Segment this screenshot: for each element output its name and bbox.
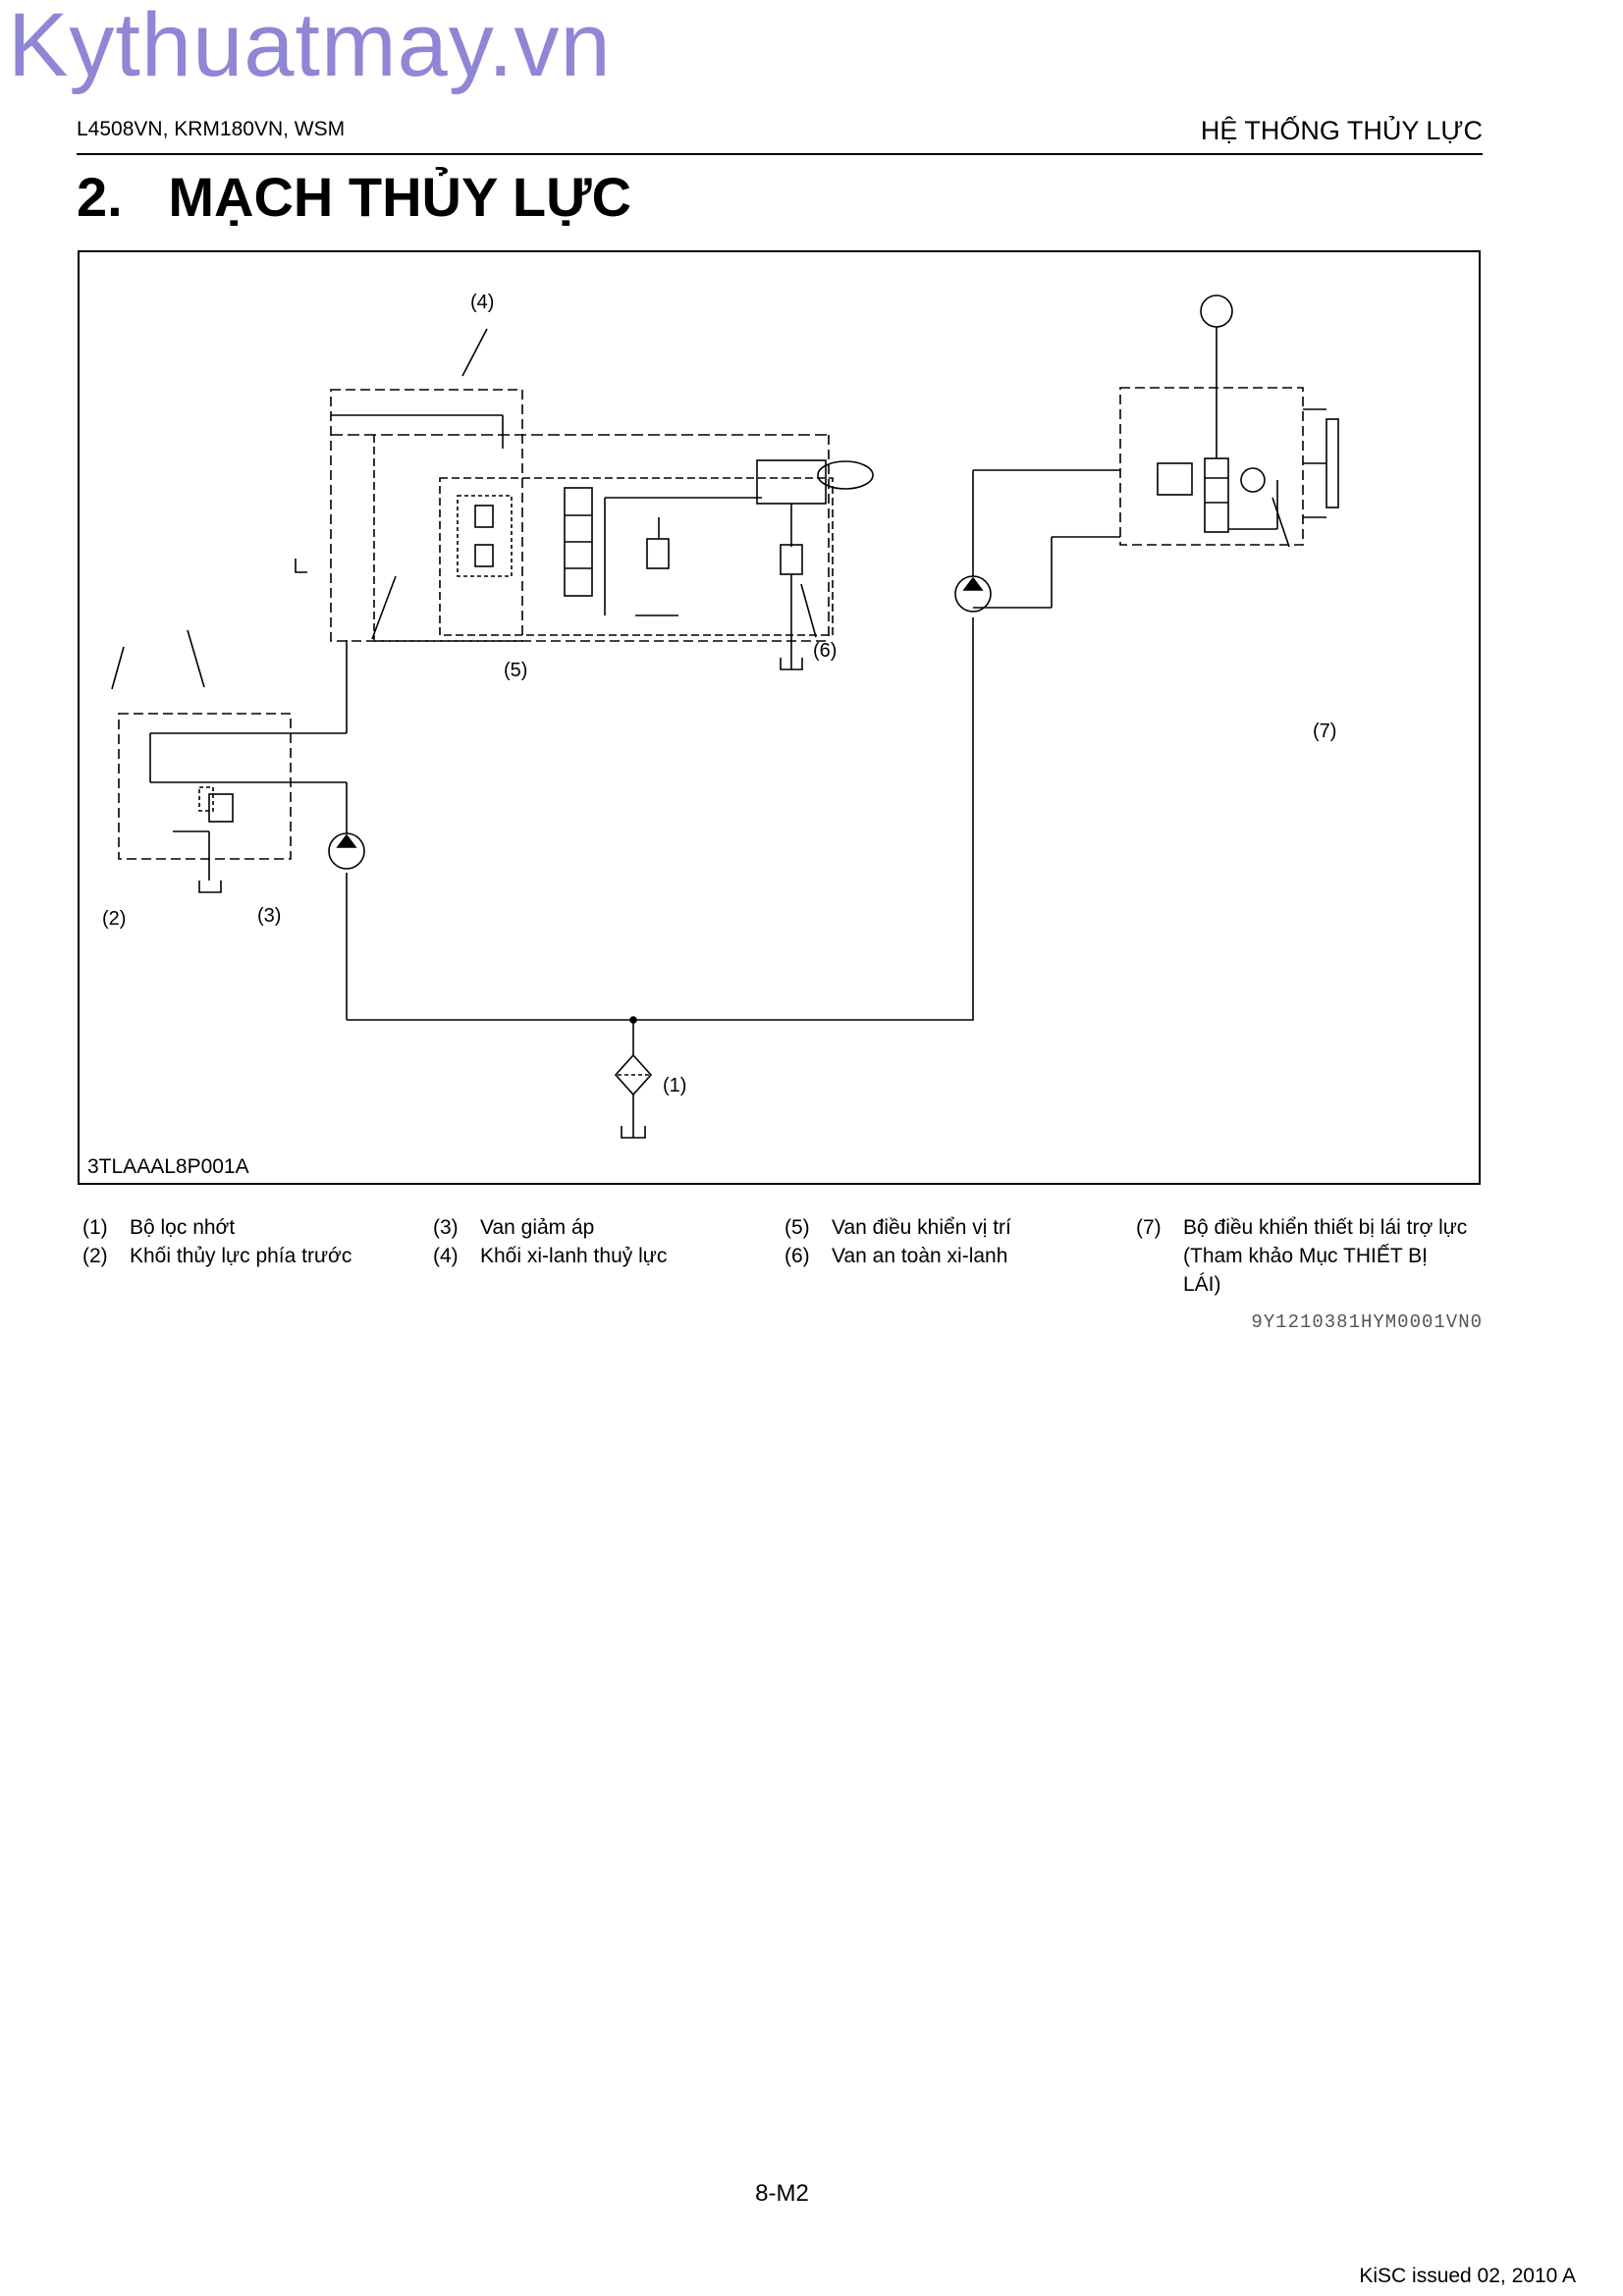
hydraulic-circuit-figure: (4) (6) (5) (7) (2) (3) (1) 3TLAAAL8P001…	[78, 250, 1481, 1185]
legend-item: (2) Khối thủy lực phía trước	[82, 1242, 352, 1270]
legend-number: (1)	[82, 1216, 108, 1239]
callout-6: (6)	[813, 640, 838, 662]
legend-item: (4) Khối xi-lanh thuỷ lực	[433, 1242, 667, 1270]
callout-2: (2)	[102, 908, 127, 930]
legend-number: (2)	[82, 1245, 108, 1267]
document-code: 9Y1210381HYM0001VN0	[1251, 1311, 1483, 1333]
legend-text-continued: LÁI)	[1183, 1270, 1221, 1299]
hydraulic-circuit-diagram	[111, 294, 1339, 1139]
legend-text: Van an toàn xi-lanh	[832, 1245, 1008, 1267]
header-model-text: L4508VN, KRM180VN, WSM	[77, 118, 346, 140]
page-number: 8-M2	[755, 2180, 809, 2207]
legend-number: (6)	[784, 1245, 810, 1267]
callout-3: (3)	[257, 905, 282, 927]
figure-code: 3TLAAAL8P001A	[87, 1155, 249, 1178]
legend-item: (3) Van giảm áp	[433, 1213, 594, 1242]
legend-text-line2: (Tham khảo Mục THIẾT BỊ	[1183, 1245, 1428, 1267]
footer-issue-text: KiSC issued 02, 2010 A	[1359, 2265, 1576, 2287]
callout-4: (4)	[470, 292, 495, 313]
section-title: 2. MẠCH THỦY LỰC	[77, 166, 632, 228]
legend-number: (5)	[784, 1216, 810, 1239]
legend-text: Van giảm áp	[480, 1216, 595, 1239]
callout-5: (5)	[504, 660, 528, 681]
legend-text: Khối thủy lực phía trước	[130, 1245, 352, 1267]
legend-item: (6) Van an toàn xi-lanh	[784, 1242, 1007, 1270]
legend-item: (1) Bộ lọc nhớt	[82, 1213, 235, 1242]
legend-number: (7)	[1136, 1216, 1162, 1239]
legend-text: Van điều khiển vị trí	[832, 1216, 1011, 1239]
legend-text-line3: LÁI)	[1183, 1273, 1221, 1296]
legend-item: (7) Bộ điều khiển thiết bị lái trợ lực	[1136, 1213, 1467, 1242]
legend-text: Khối xi-lanh thuỷ lực	[480, 1245, 668, 1267]
callout-7: (7)	[1313, 721, 1337, 742]
legend-text-continued: (Tham khảo Mục THIẾT BỊ	[1183, 1242, 1428, 1270]
callout-1: (1)	[663, 1075, 687, 1096]
legend-text: Bộ điều khiển thiết bị lái trợ lực	[1183, 1216, 1468, 1239]
legend-text: Bộ lọc nhớt	[130, 1216, 236, 1239]
watermark-logo: Kythuatmay.vn	[8, 0, 612, 95]
header-chapter-title: HỆ THỐNG THỦY LỰC	[1200, 116, 1483, 145]
header-divider	[77, 153, 1483, 155]
legend-number: (4)	[433, 1245, 459, 1267]
legend-item: (5) Van điều khiển vị trí	[784, 1213, 1011, 1242]
legend-number: (3)	[433, 1216, 459, 1239]
